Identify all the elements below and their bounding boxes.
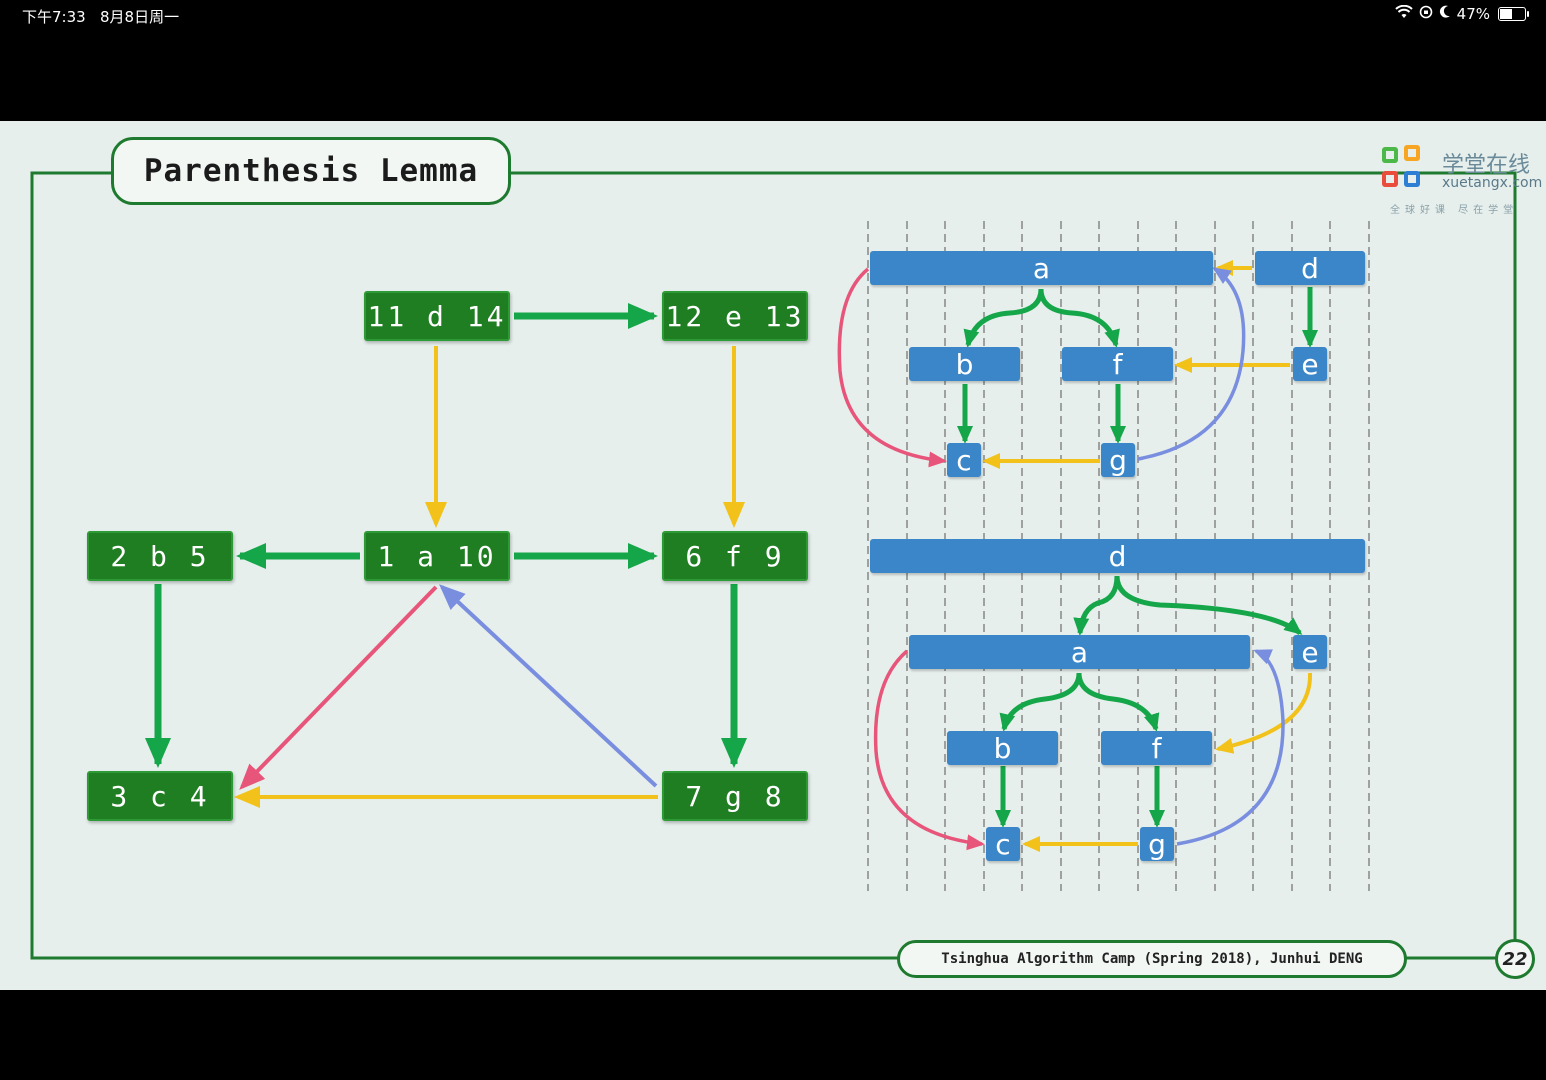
top-back-edge (1137, 267, 1246, 461)
logo-sub: 全球好课 尽在学堂 (1390, 205, 1519, 216)
status-right: 47% (1394, 4, 1529, 23)
page-number: 22 (1495, 939, 1535, 979)
status-clock: 下午7:33 (22, 8, 86, 26)
status-time: 下午7:33 8月8日周一 (22, 6, 179, 27)
graph-node-e: 12 e 13 (662, 291, 808, 341)
top-interval-f: f (1062, 347, 1173, 381)
slide-footer: Tsinghua Algorithm Camp (Spring 2018), J… (897, 940, 1407, 978)
status-date: 8月8日周一 (100, 8, 180, 26)
graph-node-f: 6 f 9 (662, 531, 808, 581)
xuetangx-logo: 学堂在线 xuetangx.com 全球好课 尽在学堂 (1380, 143, 1546, 219)
graph-cross-edges (234, 346, 745, 808)
graph-tree-edges (145, 303, 747, 768)
top-interval-g: g (1101, 443, 1135, 477)
moon-icon (1439, 5, 1451, 23)
graph-node-g: 7 g 8 (662, 771, 808, 821)
logo-square-icon (1382, 147, 1398, 163)
bottom-interval-b: b (947, 731, 1058, 765)
logo-square-icon (1382, 171, 1398, 187)
bottom-back-edge (1176, 649, 1285, 846)
wifi-icon (1394, 4, 1413, 23)
bottom-interval-d: d (870, 539, 1365, 573)
graph-node-d: 11 d 14 (364, 291, 510, 341)
bottom-forward-edge (873, 649, 985, 851)
status-bar: 下午7:33 8月8日周一 47% (0, 0, 1546, 32)
top-interval-e: e (1293, 347, 1327, 381)
bottom-interval-g: g (1140, 827, 1174, 861)
slide: Parenthesis Lemma 学堂在线 xuetangx.com 全球好课… (0, 121, 1546, 990)
graph-forward-edge (239, 585, 438, 790)
bottom-interval-c: c (986, 827, 1020, 861)
bottom-interval-a: a (909, 635, 1250, 669)
battery-icon (1498, 7, 1529, 21)
top-interval-d: d (1255, 251, 1365, 285)
logo-square-icon (1404, 171, 1420, 187)
graph-back-edge (439, 584, 658, 788)
battery-percent: 47% (1456, 5, 1490, 23)
top-interval-a: a (870, 251, 1213, 285)
graph-node-c: 3 c 4 (87, 771, 233, 821)
bottom-tree-edges (995, 575, 1303, 828)
top-tree-edges (957, 287, 1318, 444)
footer-text: Tsinghua Algorithm Camp (Spring 2018), J… (941, 951, 1363, 967)
time-grid (867, 221, 1370, 891)
orientation-lock-icon (1419, 5, 1433, 23)
bottom-interval-f: f (1101, 731, 1212, 765)
logo-square-icon (1404, 145, 1420, 161)
logo-cn: 学堂在线 (1442, 153, 1531, 178)
graph-node-b: 2 b 5 (87, 531, 233, 581)
top-interval-c: c (947, 443, 981, 477)
bottom-interval-e: e (1293, 635, 1327, 669)
slide-graphics (30, 171, 1517, 960)
slide-frame (30, 171, 1517, 960)
top-forward-edge (837, 267, 947, 468)
graph-node-a: 1 a 10 (364, 531, 510, 581)
slide-title: Parenthesis Lemma (111, 137, 511, 205)
bottom-cross-edges (1022, 672, 1313, 852)
slide-title-text: Parenthesis Lemma (143, 153, 479, 189)
logo-en: xuetangx.com (1442, 175, 1543, 191)
top-interval-b: b (909, 347, 1020, 381)
